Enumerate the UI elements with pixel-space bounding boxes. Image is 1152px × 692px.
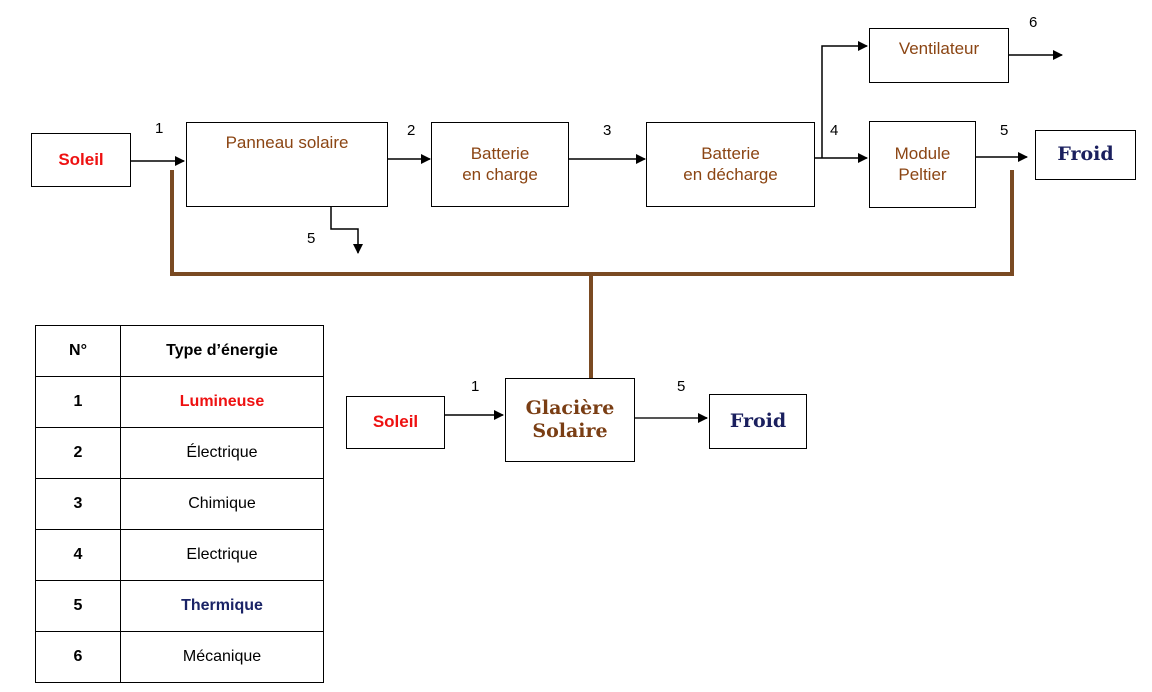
legend-row: 1 Lumineuse: [35, 376, 324, 428]
legend-header-type: Type d’énergie: [120, 325, 324, 377]
label-energy-6: 6: [1029, 14, 1038, 31]
glaciere-solaire-box: Glacière Solaire: [505, 378, 635, 462]
ventilateur-box: Ventilateur: [869, 28, 1009, 83]
legend-type: Thermique: [120, 580, 324, 632]
arrow-to-ventilateur: [821, 41, 868, 158]
legend-type: Electrique: [120, 529, 324, 581]
summary-soleil-box: Soleil: [346, 396, 445, 449]
legend-header-row: N° Type d’énergie: [35, 325, 324, 377]
summary-label-1: 1: [471, 378, 480, 395]
label-energy-2: 2: [407, 122, 416, 139]
legend-num: 4: [35, 529, 121, 581]
legend-num: 5: [35, 580, 121, 632]
legend-type: Chimique: [120, 478, 324, 530]
legend-type: Lumineuse: [120, 376, 324, 428]
legend-num: 1: [35, 376, 121, 428]
panneau-solaire-box: Panneau solaire: [186, 122, 388, 207]
legend-num: 2: [35, 427, 121, 479]
legend-type: Mécanique: [120, 631, 324, 683]
legend-type: Électrique: [120, 427, 324, 479]
module-peltier-box: Module Peltier: [869, 121, 976, 208]
legend-row: 2 Électrique: [35, 427, 324, 479]
label-energy-3: 3: [603, 122, 612, 139]
legend-row: 3 Chimique: [35, 478, 324, 530]
soleil-box: Soleil: [31, 133, 131, 187]
legend-row: 6 Mécanique: [35, 631, 324, 683]
batterie-decharge-box: Batterie en décharge: [646, 122, 815, 207]
arrow-panneau-loss: [330, 206, 363, 254]
energy-legend-table: N° Type d’énergie 1 Lumineuse 2 Électriq…: [35, 325, 324, 683]
label-energy-1: 1: [155, 120, 164, 137]
legend-row: 4 Electrique: [35, 529, 324, 581]
legend-num: 6: [35, 631, 121, 683]
label-energy-4: 4: [830, 122, 839, 139]
legend-row: 5 Thermique: [35, 580, 324, 632]
label-energy-5-out: 5: [1000, 122, 1009, 139]
froid-box: Froid: [1035, 130, 1136, 180]
summary-froid-box: Froid: [709, 394, 807, 449]
batterie-charge-box: Batterie en charge: [431, 122, 569, 207]
legend-num: 3: [35, 478, 121, 530]
label-energy-5-loss: 5: [307, 230, 316, 247]
summary-label-5: 5: [677, 378, 686, 395]
legend-header-num: N°: [35, 325, 121, 377]
brown-bus-line: [170, 170, 1014, 380]
